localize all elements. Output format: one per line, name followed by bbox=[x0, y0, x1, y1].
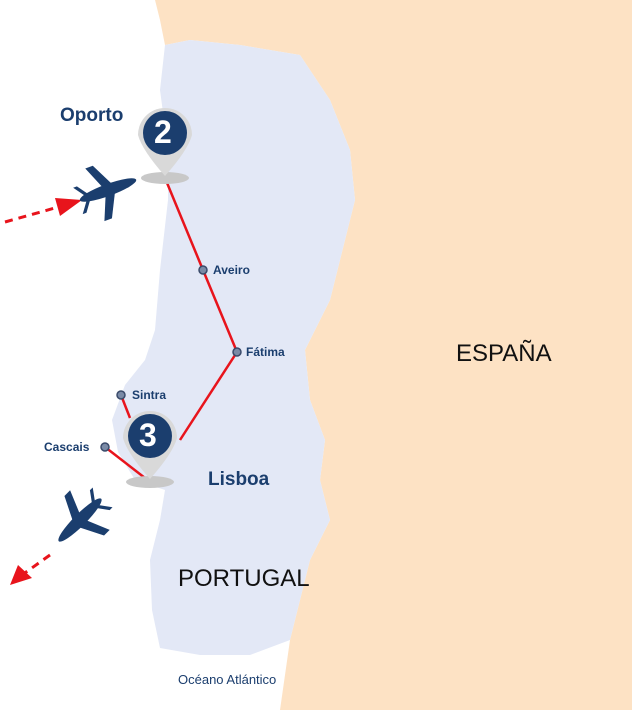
label-cascais[interactable]: Cascais bbox=[44, 440, 90, 454]
label-fatima[interactable]: Fátima bbox=[246, 345, 285, 359]
label-sintra[interactable]: Sintra bbox=[132, 388, 167, 402]
pin-number-3: 3 bbox=[139, 417, 157, 453]
arrow-out-head bbox=[10, 565, 32, 585]
spain-region bbox=[155, 0, 632, 710]
label-ocean: Océano Atlántico bbox=[178, 672, 277, 687]
pin-number-2: 2 bbox=[154, 114, 172, 150]
airplane-arrival-icon bbox=[73, 165, 137, 222]
label-lisboa[interactable]: Lisboa bbox=[208, 469, 270, 490]
airplane-departure-icon bbox=[58, 487, 113, 542]
label-aveiro[interactable]: Aveiro bbox=[213, 263, 250, 277]
pin-oporto bbox=[138, 108, 192, 184]
label-portugal: PORTUGAL bbox=[178, 565, 310, 592]
flight-paths bbox=[4, 204, 63, 577]
city-dots bbox=[100, 265, 242, 452]
label-espana: ESPAÑA bbox=[456, 340, 552, 367]
pin-lisboa bbox=[123, 411, 177, 488]
label-oporto[interactable]: Oporto bbox=[60, 105, 124, 126]
arrow-in-head bbox=[55, 198, 82, 216]
